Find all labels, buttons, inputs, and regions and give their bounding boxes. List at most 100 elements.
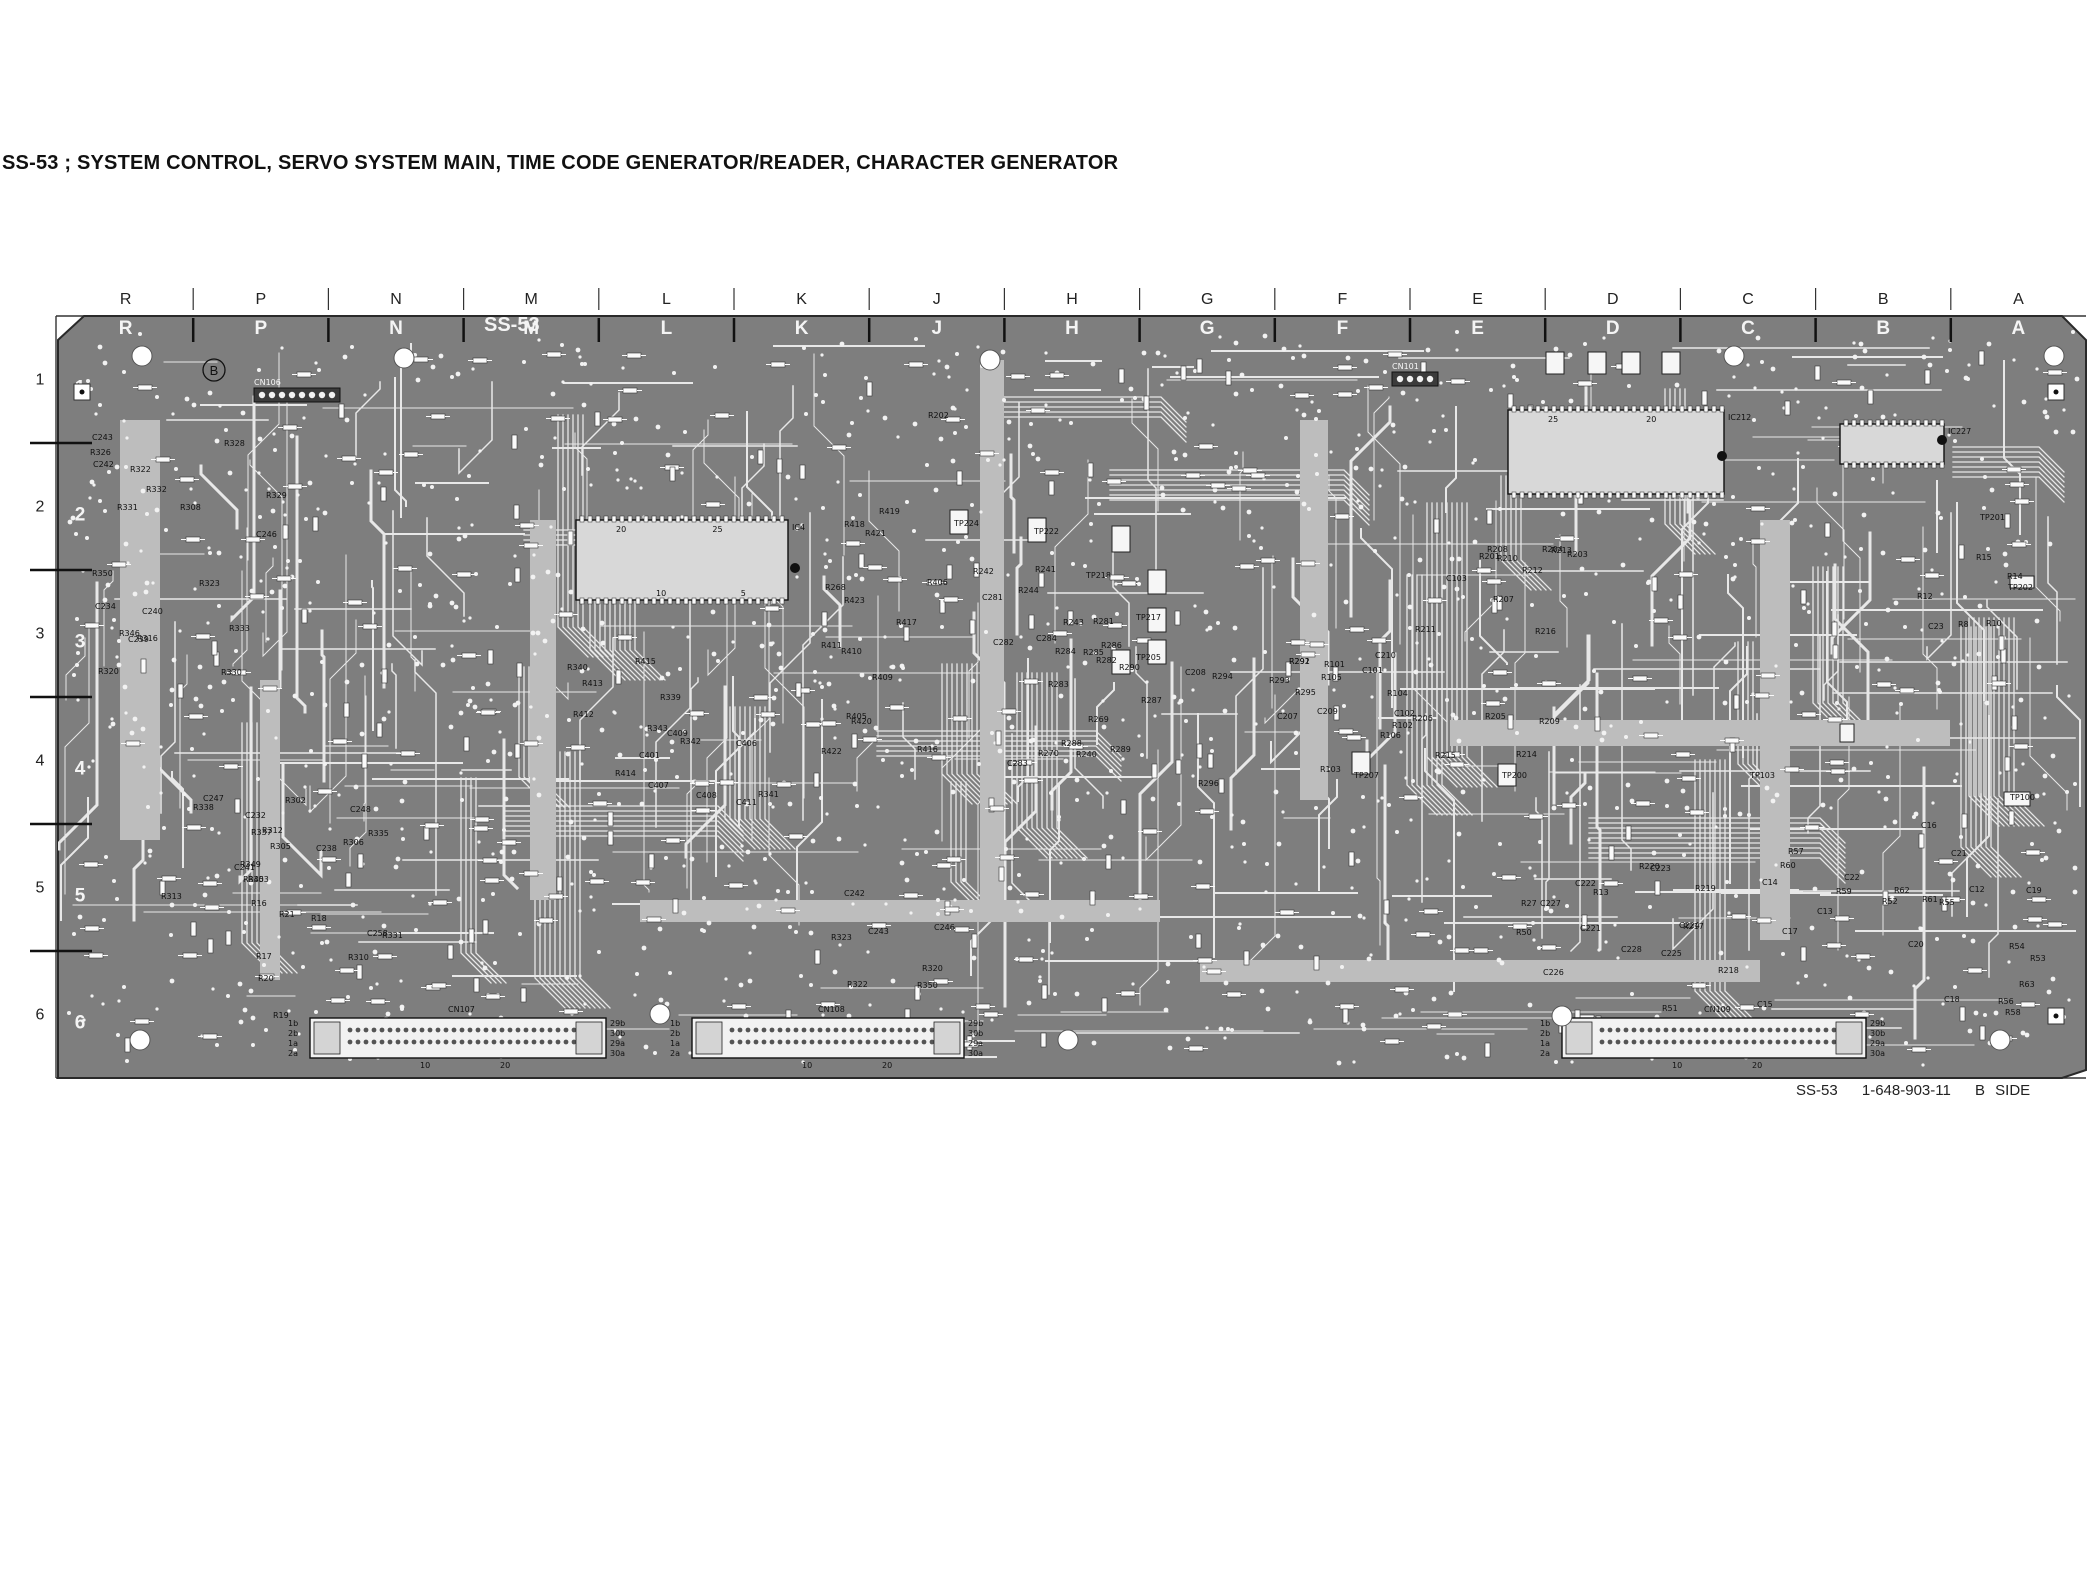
svg-text:30b: 30b [1870,1029,1885,1038]
svg-text:CN101: CN101 [1392,362,1419,371]
svg-text:R333: R333 [229,624,250,633]
svg-text:R204: R204 [1542,545,1563,554]
board-column-label-p: P [254,318,267,339]
svg-text:29b: 29b [610,1019,625,1028]
svg-text:2a: 2a [1540,1049,1550,1058]
svg-text:R291: R291 [1289,657,1310,666]
svg-text:C283: C283 [1007,759,1028,768]
svg-text:R284: R284 [1055,647,1076,656]
svg-text:R283: R283 [1048,680,1069,689]
svg-text:R306: R306 [343,838,364,847]
connector-cn109 [1561,1017,1867,1059]
column-label-r: R [120,291,132,308]
svg-text:30b: 30b [968,1029,983,1038]
svg-text:R295: R295 [1295,688,1316,697]
board-column-label-h: H [1065,318,1079,339]
svg-text:IC4: IC4 [792,523,805,532]
svg-text:C12: C12 [1969,885,1985,894]
svg-text:R310: R310 [348,953,369,962]
board-column-label-b: B [1876,318,1890,339]
svg-text:R18: R18 [311,914,327,923]
svg-text:29a: 29a [1870,1039,1885,1048]
svg-text:TP218: TP218 [1085,571,1111,580]
board-column-label-n: N [389,318,403,339]
svg-text:R322: R322 [847,980,868,989]
svg-text:IC212: IC212 [1728,413,1751,422]
ic-ic227 [1839,423,1945,465]
svg-text:C243: C243 [92,433,113,442]
svg-text:R20: R20 [258,974,274,983]
svg-text:R420: R420 [851,717,872,726]
svg-text:R58: R58 [2005,1008,2021,1017]
svg-text:R101: R101 [1324,660,1345,669]
svg-text:C247: C247 [203,794,224,803]
svg-text:R50: R50 [1516,928,1532,937]
svg-text:R63: R63 [2019,980,2035,989]
svg-text:R286: R286 [1101,641,1122,650]
svg-text:R206: R206 [1412,714,1433,723]
svg-text:C248: C248 [350,805,371,814]
mounting-holes [73,345,2065,1051]
svg-text:R56: R56 [1998,997,2014,1006]
svg-text:R418: R418 [844,520,865,529]
board-column-label-j: J [932,318,943,339]
svg-text:R217: R217 [1683,922,1704,931]
svg-text:C411: C411 [736,798,757,807]
svg-text:R106: R106 [1380,731,1401,740]
column-label-l: L [662,291,671,308]
svg-text:C221: C221 [1580,924,1601,933]
board-column-label-a: A [2012,318,2026,339]
svg-text:R212: R212 [1522,566,1543,575]
column-label-h: H [1066,291,1078,308]
column-label-n: N [390,291,402,308]
column-label-f: F [1338,291,1348,308]
svg-text:C208: C208 [1185,668,1206,677]
board-column-label-m: M [523,318,539,339]
svg-text:R416: R416 [917,745,938,754]
svg-text:R21: R21 [279,910,295,919]
svg-text:C407: C407 [648,781,669,790]
svg-text:R59: R59 [1836,887,1852,896]
row-label-4: 4 [36,753,45,770]
column-grid-ticks [192,288,1952,310]
svg-text:R331: R331 [382,931,403,940]
row-label-2: 2 [36,499,45,516]
svg-text:R413: R413 [582,679,603,688]
svg-text:R343: R343 [647,724,668,733]
svg-text:R103: R103 [1320,765,1341,774]
header-cn106 [253,387,341,403]
column-label-p: P [255,291,266,308]
svg-text:1a: 1a [1540,1039,1550,1048]
svg-text:R320: R320 [922,964,943,973]
board-row-label-5: 5 [75,886,86,907]
svg-text:C19: C19 [2026,886,2042,895]
svg-text:C20: C20 [1908,940,1924,949]
svg-text:R292: R292 [1289,657,1310,666]
svg-text:TP103: TP103 [1749,771,1775,780]
svg-text:R323: R323 [199,579,220,588]
svg-text:R302: R302 [285,796,306,805]
footer-side: B SIDE [1975,1082,2031,1099]
ic-ic212 [1507,409,1725,495]
svg-text:10: 10 [656,589,666,598]
svg-text:29b: 29b [968,1019,983,1028]
svg-text:R322: R322 [130,465,151,474]
svg-text:C224: C224 [1679,921,1700,930]
svg-text:R240: R240 [1076,750,1097,759]
svg-text:1b: 1b [670,1019,680,1028]
board-row-label-4: 4 [75,759,86,780]
board-column-label-g: G [1200,318,1215,339]
svg-text:25: 25 [1548,415,1558,424]
row-label-6: 6 [36,1007,45,1024]
svg-text:R287: R287 [1141,696,1162,705]
svg-text:R269: R269 [1088,715,1109,724]
svg-text:2b: 2b [1540,1029,1550,1038]
svg-text:R215: R215 [1435,751,1456,760]
svg-text:TP200: TP200 [1501,771,1527,780]
svg-text:30a: 30a [610,1049,625,1058]
svg-text:CN109: CN109 [1704,1005,1731,1014]
svg-text:C222: C222 [1575,879,1596,888]
marker-b-label: B [210,363,219,378]
svg-text:C225: C225 [1661,949,1682,958]
